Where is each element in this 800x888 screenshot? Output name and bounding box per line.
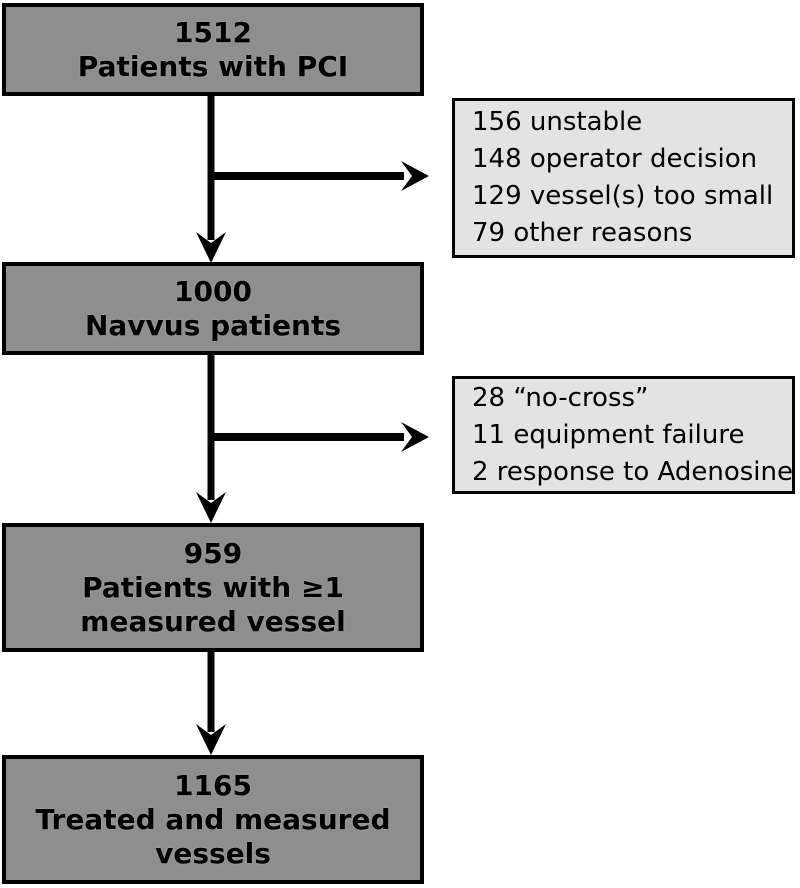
- exclusion-item: 28 “no-cross”: [472, 382, 649, 413]
- arrow-1512-to-1000-head-icon: [196, 232, 226, 263]
- box-label: Navvus patients: [84, 308, 342, 342]
- exclusion-item: 79 other reasons: [472, 218, 693, 248]
- arrow-branch-to-exclusions2-head-icon: [401, 422, 429, 452]
- flow-box-measured-vessel-patients: 959 Patients with ≥1 measured vessel: [2, 523, 424, 652]
- box-label: Patients with PCI: [77, 49, 349, 83]
- box-label: Treated and measured: [35, 802, 391, 836]
- arrow-959-to-1165-head-icon: [196, 724, 226, 755]
- exclusion-item: 2 response to Adenosine: [472, 456, 793, 487]
- box-count: 1165: [174, 768, 252, 802]
- box-label: vessels: [155, 836, 271, 870]
- exclusion-item: 156 unstable: [472, 107, 643, 137]
- box-count: 1000: [174, 274, 252, 308]
- flow-box-patients-with-pci: 1512 Patients with PCI: [2, 3, 424, 96]
- box-count: 959: [183, 536, 243, 570]
- box-label: Patients with ≥1: [82, 570, 344, 604]
- flow-box-treated-measured-vessels: 1165 Treated and measured vessels: [2, 755, 424, 884]
- box-count: 1512: [174, 15, 252, 49]
- exclusion-box-navvus: 28 “no-cross” 11 equipment failure 2 res…: [452, 376, 795, 494]
- arrow-branch-to-exclusions1-head-icon: [401, 161, 429, 191]
- box-label: measured vessel: [80, 604, 346, 638]
- exclusion-item: 148 operator decision: [472, 144, 758, 174]
- flow-box-navvus-patients: 1000 Navvus patients: [2, 262, 424, 355]
- exclusion-box-pci: 156 unstable 148 operator decision 129 v…: [452, 98, 795, 258]
- arrow-1000-to-959-head-icon: [196, 492, 226, 523]
- exclusion-item: 129 vessel(s) too small: [472, 181, 774, 211]
- exclusion-item: 11 equipment failure: [472, 419, 745, 450]
